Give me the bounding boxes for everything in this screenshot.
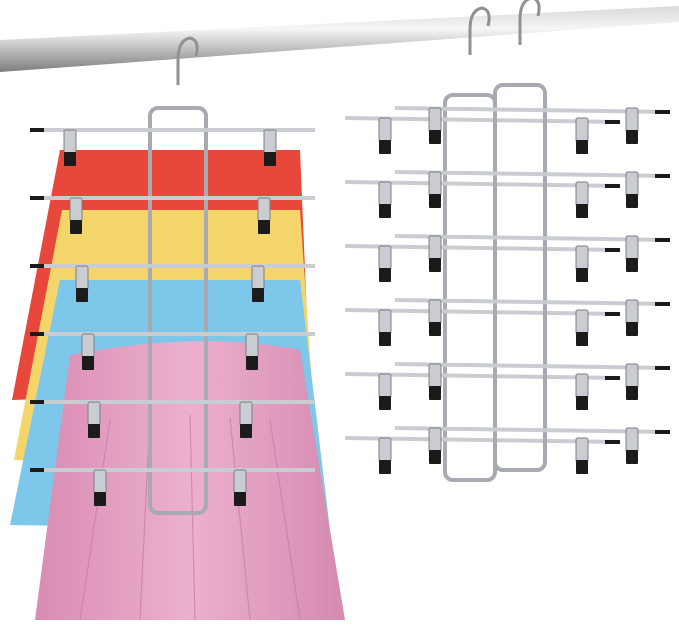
hanger-frame xyxy=(493,83,547,472)
pink-skirt xyxy=(35,341,345,620)
clip-icon xyxy=(93,469,107,506)
clip-icon xyxy=(245,333,259,370)
clip-icon xyxy=(87,401,101,438)
clip-icon xyxy=(428,171,442,208)
clip-icon xyxy=(378,245,392,282)
hook-icon xyxy=(468,6,491,55)
clip-icon xyxy=(428,363,442,400)
hanger-back xyxy=(394,0,671,472)
clip-icon xyxy=(625,299,639,336)
clip-icon xyxy=(575,245,589,282)
hook-icon xyxy=(176,36,199,85)
clip-icon xyxy=(625,363,639,400)
clip-icon xyxy=(263,129,277,166)
right-tier-hanger-pair xyxy=(344,0,671,482)
closet-rod xyxy=(0,6,679,72)
clip-icon xyxy=(233,469,247,506)
clip-icon xyxy=(625,235,639,272)
clip-icon xyxy=(75,265,89,302)
clip-icon xyxy=(625,427,639,464)
clip-icon xyxy=(257,197,271,234)
clip-icon xyxy=(575,309,589,346)
clip-icon xyxy=(625,107,639,144)
clip-icon xyxy=(239,401,253,438)
clip-icon xyxy=(63,129,77,166)
clip-icon xyxy=(428,235,442,272)
clip-icon xyxy=(378,181,392,218)
left-tier-hanger xyxy=(30,36,315,515)
clip-icon xyxy=(378,373,392,410)
clip-icon xyxy=(575,117,589,154)
clip-icon xyxy=(69,197,83,234)
clip-icon xyxy=(428,299,442,336)
skirts xyxy=(10,150,345,621)
clip-icon xyxy=(625,171,639,208)
clip-icon xyxy=(575,181,589,218)
clip-icon xyxy=(575,373,589,410)
hook-icon xyxy=(518,0,541,45)
clip-icon xyxy=(81,333,95,370)
clip-icon xyxy=(378,437,392,474)
clip-icon xyxy=(251,265,265,302)
hanger-frame xyxy=(443,93,497,482)
hanger-frame xyxy=(148,106,208,515)
hanger-front xyxy=(344,6,621,482)
clip-icon xyxy=(428,427,442,464)
clip-icon xyxy=(428,107,442,144)
clip-icon xyxy=(378,117,392,154)
clip-icon xyxy=(378,309,392,346)
clip-icon xyxy=(575,437,589,474)
